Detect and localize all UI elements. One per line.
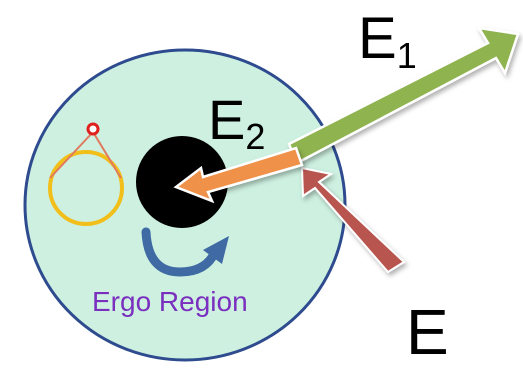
label-e2-main: E	[208, 88, 246, 151]
incoming-arrow-e	[300, 166, 406, 274]
label-e1-main: E	[358, 6, 397, 71]
energy-label-e: E	[406, 296, 449, 368]
energy-label-e2: E2	[208, 92, 265, 155]
energy-label-e1: E1	[358, 10, 417, 74]
ergo-region-label: Ergo Region	[92, 286, 248, 317]
orbiting-object-icon	[48, 122, 124, 226]
outgoing-arrow-e1	[287, 26, 520, 165]
label-e2-sub: 2	[245, 116, 266, 157]
infalling-arrow-e2	[173, 146, 304, 204]
label-e1-sub: 1	[396, 35, 417, 76]
rotation-arrow-icon	[141, 227, 229, 277]
